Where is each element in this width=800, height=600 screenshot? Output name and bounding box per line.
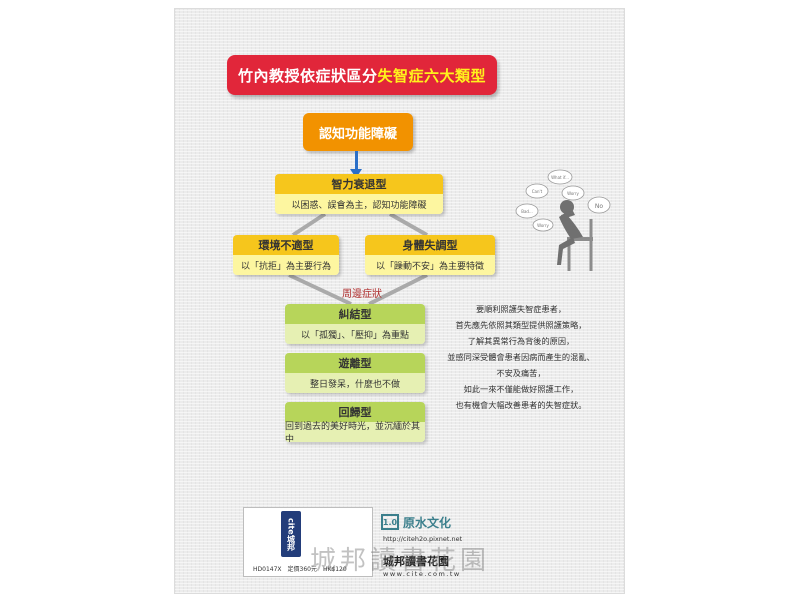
type-conflict: 糾結型 以「孤獨」、「壓抑」為重點 (285, 304, 425, 344)
type-environment: 環境不適型 以「抗拒」為主要行為 (233, 235, 339, 275)
type-intellectual-desc: 以困惑、誤會為主，認知功能障礙 (275, 194, 443, 214)
type-regress-desc: 回到過去的美好時光，並沉緬於其中 (285, 422, 425, 442)
description-line-4: 並感同深受體會患者因病而產生的混亂、 (447, 352, 595, 362)
person-arm (561, 211, 575, 219)
publisher-logo-icon: 1.0 (381, 514, 399, 530)
cite-logo-vertical: cite城邦 (281, 511, 301, 557)
type-environment-desc: 以「抗拒」為主要行為 (233, 255, 339, 275)
type-regress-label: 回歸型 (285, 402, 425, 422)
type-physical: 身體失調型 以「躁動不安」為主要特徵 (365, 235, 495, 275)
type-wander-desc: 整日發呆，什麼也不做 (285, 373, 425, 393)
description-line-1: 要順利照護失智症患者， (475, 304, 567, 314)
thought-bubble-1 (547, 169, 573, 185)
book-back-cover: 竹內教授依症狀區分失智症六大類型 認知功能障礙 智力衰退型 以困惑、誤會為主，認… (174, 8, 625, 594)
title-part1: 竹內教授依症狀區分 (237, 66, 378, 85)
thought-bubble-4 (587, 196, 611, 214)
price-info: HD0147X 定價360元 HK$120 (253, 566, 347, 573)
connector-right (389, 212, 428, 237)
type-environment-label: 環境不適型 (233, 235, 339, 255)
type-regress: 回歸型 回到過去的美好時光，並沉緬於其中 (285, 402, 425, 442)
worried-person-illustration: What if... Can't Worry No Bad... Worry (515, 169, 611, 271)
title-part2: 失智症六大類型 (377, 66, 487, 85)
arrow-head-icon (350, 169, 362, 178)
publisher-name: 原水文化 (403, 516, 452, 530)
bubble-text-1: What if... (551, 175, 569, 180)
peripheral-symptoms-label: 周邊症狀 (342, 289, 382, 300)
description-line-7: 也有機會大幅改善患者的失智症狀。 (455, 400, 587, 410)
type-conflict-desc: 以「孤獨」、「壓抑」為重點 (285, 324, 425, 344)
type-conflict-label: 糾結型 (285, 304, 425, 324)
publisher-url: http://citeh2o.pixnet.net (383, 535, 463, 543)
description-line-6: 如此一來不僅能做好照護工作， (463, 384, 579, 394)
description-text: 要順利照護失智症患者， 首先應先依照其類型提供照護策略， 了解其異常行為背後的原… (427, 301, 615, 413)
thought-bubble-3 (561, 185, 585, 201)
thought-bubble-6 (532, 218, 554, 232)
type-intellectual: 智力衰退型 以困惑、誤會為主，認知功能障礙 (275, 174, 443, 214)
description-line-5: 不安及痛苦， (496, 368, 546, 378)
bubble-text-3: Worry (567, 191, 579, 196)
description-line-3: 了解其異常行為背後的原因， (467, 336, 575, 346)
thought-bubble-5 (515, 203, 539, 219)
bubble-text-6: Worry (537, 223, 549, 228)
thought-bubble-2 (525, 183, 549, 199)
root-box: 認知功能障礙 (303, 113, 413, 151)
cite-name: 城邦讀書花園 (383, 555, 449, 568)
cite-url: www.cite.com.tw (383, 570, 461, 578)
watermark: 城邦讀書花園 (310, 546, 491, 576)
bubble-text-4: No (595, 203, 603, 210)
type-intellectual-label: 智力衰退型 (275, 174, 443, 194)
type-wander: 遊離型 整日發呆，什麼也不做 (285, 353, 425, 393)
connector-left (291, 212, 327, 237)
barcode-area (243, 507, 373, 577)
type-wander-label: 遊離型 (285, 353, 425, 373)
bubble-text-2: Can't (532, 189, 543, 194)
type-physical-desc: 以「躁動不安」為主要特徵 (365, 255, 495, 275)
down-arrow-icon (355, 151, 358, 171)
title-banner: 竹內教授依症狀區分失智症六大類型 (227, 55, 497, 95)
person-body (559, 213, 583, 239)
person-head (560, 200, 574, 214)
bubble-text-5: Bad... (521, 209, 533, 214)
type-physical-label: 身體失調型 (365, 235, 495, 255)
chair-seat (567, 237, 593, 241)
person-leg (557, 237, 575, 265)
description-line-2: 首先應先依照其類型提供照護策略， (455, 320, 587, 330)
